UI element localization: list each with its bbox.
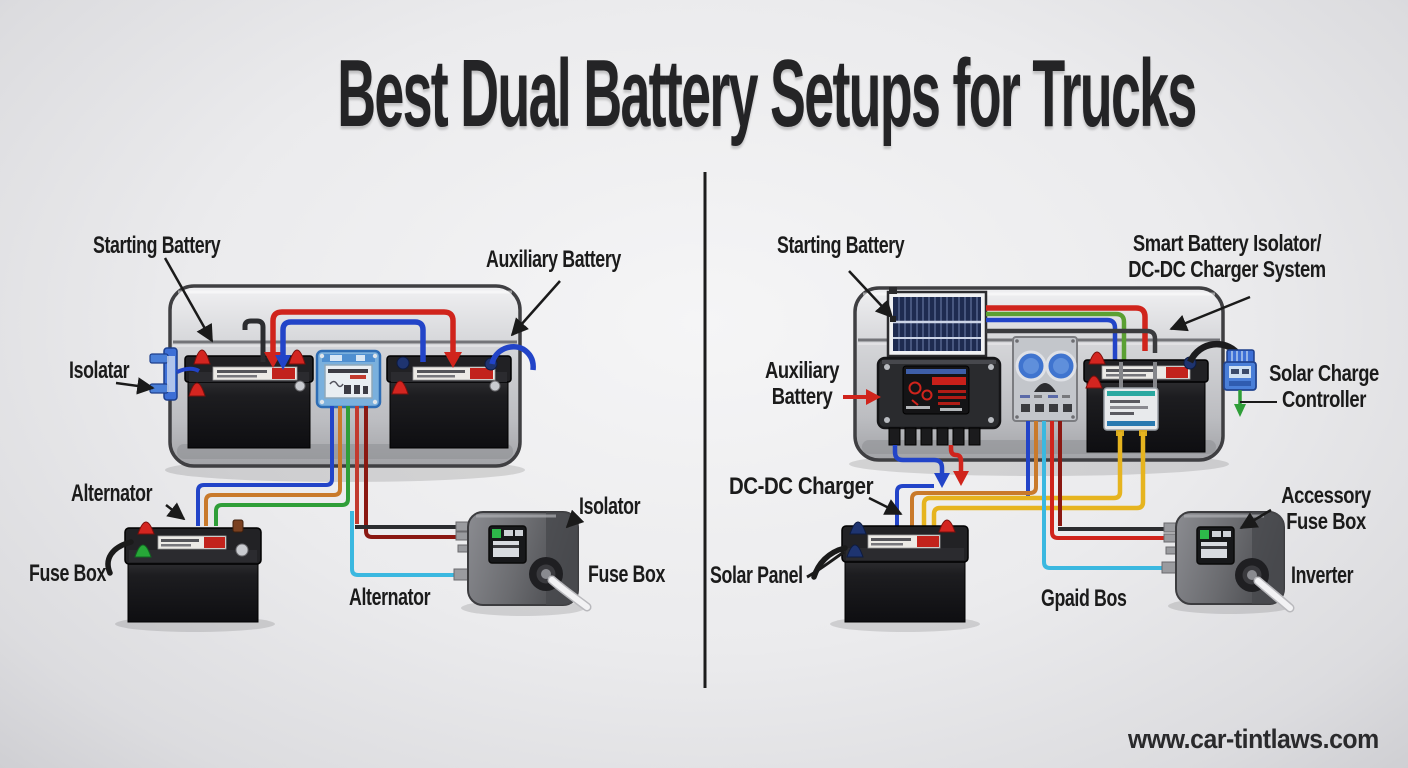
label-smart-isolator-line1: Smart Battery Isolator/ <box>1132 230 1322 256</box>
left-diagram <box>105 257 592 632</box>
label-solar-charge-controller: Solar Charge Controller <box>1252 360 1396 412</box>
alternator-battery <box>105 519 275 632</box>
label-fuse-box-left: Fuse Box <box>29 560 106 587</box>
solar-charge-controller <box>1223 349 1257 417</box>
label-alternator-bottom-left: Alternator <box>349 584 431 611</box>
solar-panel-unit <box>886 287 988 358</box>
auxiliary-battery-left <box>386 355 512 449</box>
gauge-panel <box>1012 336 1078 422</box>
label-inverter: Inverter <box>1291 562 1354 589</box>
label-dcdc-charger: DC-DC Charger <box>729 473 874 500</box>
label-accessory-fuse-box: Accessory Fuse Box <box>1262 482 1390 534</box>
isolator-clamp <box>149 347 200 401</box>
wires-left <box>196 309 536 577</box>
label-auxiliary-line2: Battery <box>771 383 833 409</box>
starting-battery-left <box>184 349 314 449</box>
page-title-text: Best Dual Battery Setups for Trucks <box>337 40 1197 147</box>
label-smart-isolator-line2: DC-DC Charger System <box>1128 256 1326 282</box>
fuse-box-device-left <box>453 511 592 616</box>
label-accessory-line1: Accessory <box>1281 482 1371 508</box>
label-solar-charge-line2: Controller <box>1282 386 1366 412</box>
wires-right-top <box>986 305 1158 360</box>
label-smart-isolator: Smart Battery Isolator/ DC-DC Charger Sy… <box>1099 230 1355 282</box>
right-diagram <box>806 270 1295 632</box>
label-solar-charge-line1: Solar Charge <box>1269 360 1379 386</box>
label-pointers-left <box>115 257 585 529</box>
label-fuse-box-right: Gpaid Bos <box>1041 585 1127 612</box>
auxiliary-battery-right <box>1083 340 1240 453</box>
label-alternator-left: Alternator <box>71 480 153 507</box>
battery-isolator-module <box>315 349 382 409</box>
bottom-battery-right <box>811 519 980 632</box>
dcdc-charger-unit <box>876 356 1002 446</box>
label-fuse-box-device-left: Fuse Box <box>588 561 665 588</box>
label-isolator-device-left: Isolator <box>579 493 641 520</box>
label-auxiliary-battery-right: Auxiliary Battery <box>738 357 866 409</box>
label-auxiliary-line1: Auxiliary <box>764 357 840 383</box>
accessory-fuse-box-device <box>1161 511 1295 614</box>
label-starting-battery-right: Starting Battery <box>777 232 905 259</box>
page-title: Best Dual Battery Setups for Trucks <box>0 46 1408 142</box>
website-url: www.car-tintlaws.com <box>1128 724 1379 754</box>
label-starting-battery-left: Starting Battery <box>93 232 221 259</box>
label-pointers-right <box>806 270 1277 579</box>
label-auxiliary-battery-left: Auxiliary Battery <box>486 246 621 273</box>
label-solar-panel: Solar Panel <box>710 562 803 589</box>
label-isolator-left: Isolatar <box>69 357 130 384</box>
label-accessory-line2: Fuse Box <box>1286 508 1366 534</box>
wires-right-bottom <box>892 421 1168 570</box>
